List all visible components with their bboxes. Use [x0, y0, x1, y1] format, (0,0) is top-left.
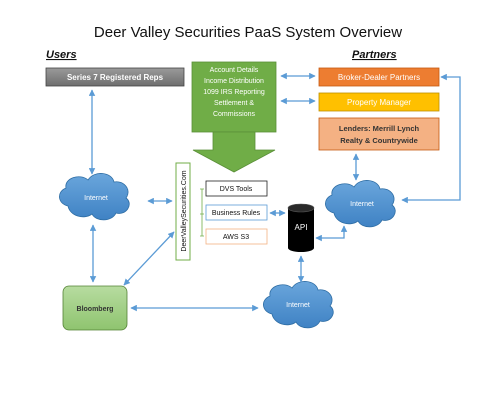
- connectors: [88, 72, 461, 312]
- irs-reporting-label: 1099 IRS Reporting: [203, 89, 265, 96]
- aws-s3-label: AWS S3: [223, 234, 249, 241]
- broker-dealer-box: Broker-Dealer Partners: [318, 67, 440, 87]
- partners-heading: Partners: [352, 49, 397, 61]
- diagram-title: Deer Valley Securities PaaS System Overv…: [94, 24, 402, 41]
- business-rules-box: Business Rules: [205, 204, 268, 221]
- property-manager-box: Property Manager: [318, 92, 440, 112]
- dvs-tools-label: DVS Tools: [220, 186, 253, 193]
- api-database-cylinder: API: [287, 203, 315, 252]
- dvs-portal-box: DeerValleySecurities.Com: [175, 162, 191, 261]
- arrow-api-internet: [315, 225, 348, 242]
- account-details-label: Account Details: [210, 67, 259, 74]
- lenders-line1: Lenders: Merrill Lynch: [339, 124, 420, 133]
- series7-box: Series 7 Registered Reps: [45, 67, 185, 87]
- lenders-line2: Realty & Countrywide: [340, 136, 418, 145]
- account-services-block: Account Details Income Distribution 1099…: [191, 61, 277, 173]
- internet-bottom-label: Internet: [286, 302, 310, 309]
- income-distribution-label: Income Distribution: [204, 78, 264, 85]
- dvs-portal-label: DeerValleySecurities.Com: [181, 170, 188, 251]
- settlement-label: Settlement &: [214, 100, 254, 107]
- internet-cloud-left: Internet: [59, 173, 130, 221]
- internet-left-label: Internet: [84, 195, 108, 202]
- internet-cloud-bottom: Internet: [263, 281, 334, 329]
- users-heading: Users: [46, 49, 77, 61]
- business-rules-label: Business Rules: [212, 210, 261, 217]
- lenders-box: Lenders: Merrill Lynch Realty & Countryw…: [318, 117, 440, 151]
- bloomberg-label: Bloomberg: [77, 306, 114, 313]
- commissions-label: Commissions: [213, 111, 256, 118]
- aws-s3-box: AWS S3: [205, 228, 268, 245]
- arrow-bloomberg-dvs: [123, 231, 175, 286]
- bloomberg-box: Bloomberg: [62, 285, 128, 331]
- broker-dealer-label: Broker-Dealer Partners: [338, 73, 420, 82]
- series7-label: Series 7 Registered Reps: [67, 73, 164, 82]
- property-manager-label: Property Manager: [347, 98, 411, 107]
- internet-right-label: Internet: [350, 201, 374, 208]
- arrow-broker-internet: [401, 73, 461, 204]
- dvs-bracket: [200, 188, 204, 237]
- api-label: API: [295, 223, 308, 232]
- internet-cloud-right: Internet: [325, 180, 396, 228]
- dvs-tools-box: DVS Tools: [205, 180, 268, 197]
